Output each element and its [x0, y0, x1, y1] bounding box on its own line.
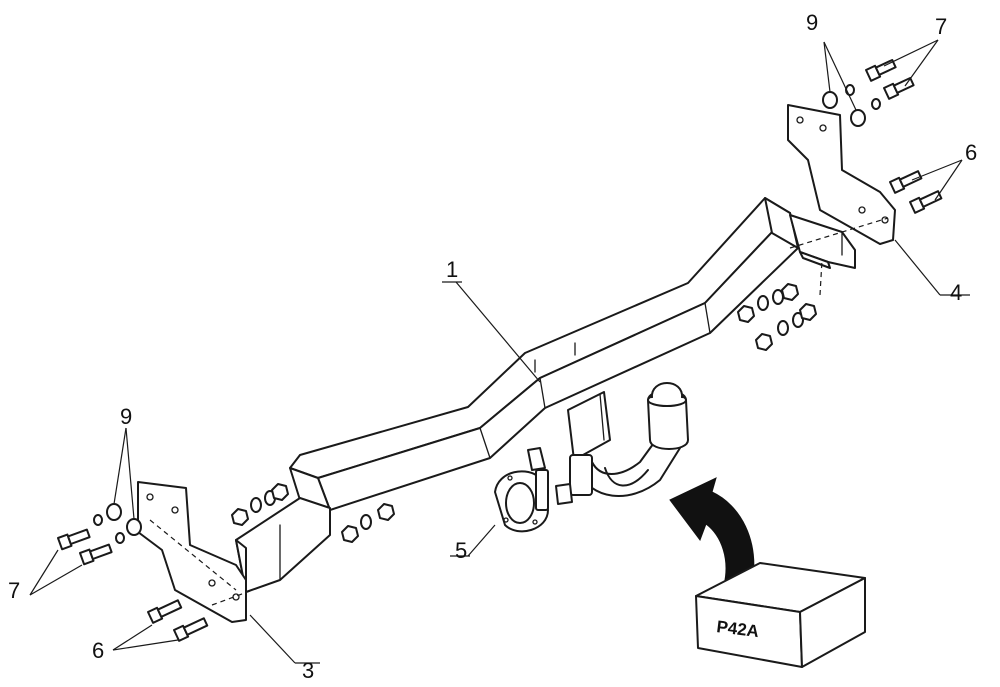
callout-7-left: 7	[8, 578, 20, 603]
callout-9-left: 9	[120, 404, 132, 429]
callout-9-right: 9	[806, 10, 818, 35]
left-beam-bracket	[235, 497, 331, 593]
socket-plate	[494, 447, 573, 533]
module-box: P42A	[695, 562, 866, 668]
callout-6-left: 6	[92, 638, 104, 663]
left-top-fasteners	[57, 503, 142, 566]
leader-lines	[29, 39, 970, 664]
callout-7-right: 7	[935, 14, 947, 39]
right-middle-bolts	[889, 170, 943, 214]
right-side-plate	[787, 104, 896, 296]
callout-labels: 1 3 4 5 6 6 7 7 9 9	[8, 10, 977, 683]
callout-3: 3	[302, 658, 314, 683]
towball	[567, 382, 689, 497]
curved-arrow	[669, 477, 755, 586]
callout-5: 5	[455, 538, 467, 563]
callout-4: 4	[950, 280, 962, 305]
left-beam-nuts	[231, 483, 395, 543]
callout-1: 1	[446, 257, 458, 282]
right-lower-nuts	[737, 283, 817, 351]
left-lower-bolts	[147, 599, 209, 642]
left-side-plate	[137, 481, 281, 623]
callout-6-right: 6	[965, 140, 977, 165]
